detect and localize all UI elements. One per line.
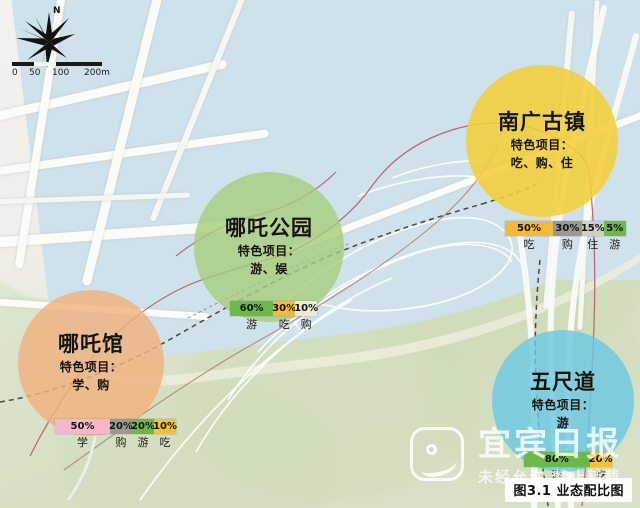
ratio-segment: 20% <box>588 452 613 467</box>
node-title: 南广古镇 <box>498 110 586 135</box>
ratio-category-label: 吃 <box>595 468 607 482</box>
ratio-bar: 50%30%15%5% <box>505 221 626 236</box>
compass-rose: N <box>14 6 84 68</box>
ratio-labels: 游 吃购 <box>230 316 317 331</box>
scale-tick-100: 100 <box>52 68 70 78</box>
compass-rose-icon <box>16 12 75 68</box>
node-bubble-wuchidao[interactable]: 五尺道 特色项目： 游 <box>492 330 634 472</box>
ratio-category-label: 游 <box>137 435 149 449</box>
ratio-labels: 游吃 <box>524 467 612 482</box>
ratio-category-label: 游 <box>551 468 563 482</box>
ratio-labels: 学 购游吃 <box>55 434 176 449</box>
ratio-category-label: 购 <box>300 317 312 331</box>
ratio-bar: 60%30%10% <box>230 301 319 316</box>
node-bubble-nanguang[interactable]: 南广古镇 特色项目： 吃、购、住 <box>466 65 618 217</box>
ratio-segment: 15% <box>580 221 605 236</box>
scale-bar-tick <box>34 62 56 66</box>
ratio-segment: 30% <box>272 301 297 316</box>
ratio-category-label: 学 <box>77 435 88 449</box>
node-bubble-nezha-hall[interactable]: 哪吒馆 特色项目： 学、购 <box>18 290 164 436</box>
ratio-category-label: 购 <box>115 435 127 449</box>
ratio-category-label: 购 <box>561 237 573 251</box>
ratio-segment: 50% <box>55 419 110 434</box>
scale-bar-labels: 0 50 100 200m <box>12 68 130 80</box>
ratio-chart-nezha-park: 60%30%10% 游 吃购 <box>230 301 319 331</box>
node-subtitle: 特色项目： <box>531 398 595 413</box>
ratio-bar: 50%20%20%10% <box>55 419 177 434</box>
figure-caption: 图3.1 业态配比图 <box>505 478 632 502</box>
node-title: 哪吒公园 <box>225 216 313 241</box>
ratio-category-label: 游 <box>609 237 621 251</box>
ratio-category-label: 吃 <box>523 237 535 251</box>
scale-tick-200m: 200m <box>84 68 110 78</box>
ratio-segment: 20% <box>131 419 155 434</box>
scale-tick-0: 0 <box>12 68 18 78</box>
scale-bar: 0 50 100 200m <box>12 62 130 80</box>
ratio-segment: 80% <box>524 452 590 467</box>
scale-tick-50: 50 <box>29 68 41 78</box>
ratio-category-label: 游 <box>246 317 258 331</box>
node-title: 五尺道 <box>530 370 596 395</box>
ratio-bar: 80%20% <box>524 452 613 467</box>
ratio-labels: 吃 购住游 <box>505 236 626 251</box>
node-bubble-nezha-park[interactable]: 哪吒公园 特色项目： 游、娱 <box>194 172 344 322</box>
compass-north-label: N <box>53 6 61 16</box>
ratio-segment: 10% <box>294 301 319 316</box>
ratio-category-label: 吃 <box>159 435 171 449</box>
ratio-segment: 30% <box>553 221 582 236</box>
ratio-category-label: 吃 <box>278 317 290 331</box>
ratio-segment: 5% <box>603 221 626 236</box>
node-subtitle: 特色项目： <box>59 360 123 375</box>
node-items: 游、娱 <box>250 261 288 276</box>
node-subtitle: 特色项目： <box>510 138 574 153</box>
ratio-segment: 20% <box>109 419 133 434</box>
ratio-segment: 50% <box>505 221 553 236</box>
ratio-segment: 60% <box>230 301 274 316</box>
node-items: 吃、购、住 <box>510 155 574 170</box>
node-items: 学、购 <box>72 377 110 392</box>
scale-bar-track <box>12 62 102 66</box>
node-title: 哪吒馆 <box>58 332 124 357</box>
ratio-chart-wuchidao: 80%20% 游吃 <box>524 452 613 482</box>
node-subtitle: 特色项目： <box>237 244 301 259</box>
ratio-category-label: 住 <box>587 237 599 251</box>
ratio-chart-nezha-hall: 50%20%20%10% 学购游吃 <box>55 419 177 449</box>
ratio-chart-nanguang: 50%30%15%5% 吃 购住游 <box>505 221 626 251</box>
ratio-segment: 10% <box>153 419 177 434</box>
node-items: 游 <box>556 415 570 430</box>
